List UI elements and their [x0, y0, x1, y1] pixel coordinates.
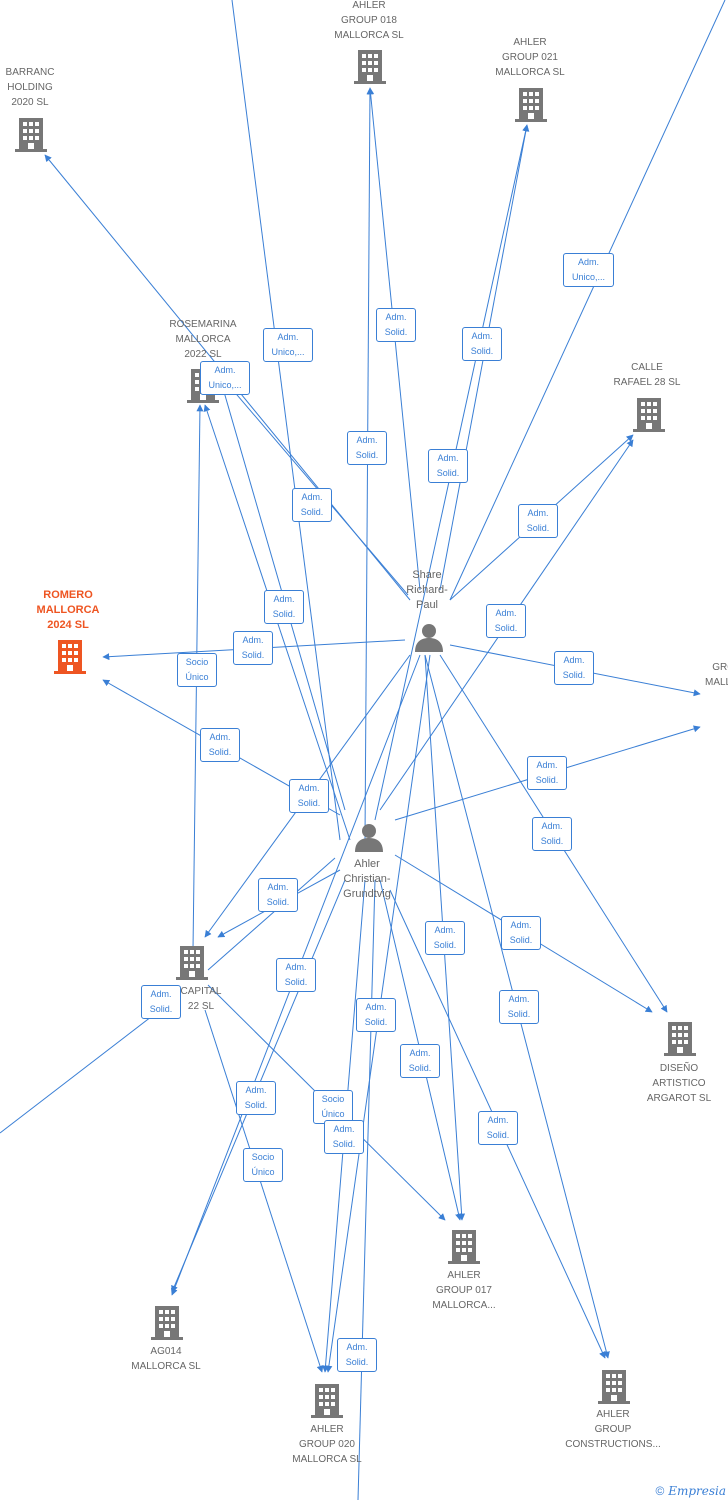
relation-badge[interactable]: Adm. Solid. — [478, 1111, 518, 1145]
relation-edge — [207, 857, 336, 971]
relation-badge[interactable]: Adm. Solid. — [499, 990, 539, 1024]
building-icon-focus[interactable] — [54, 638, 86, 679]
relation-badge[interactable]: Adm. Solid. — [376, 308, 416, 342]
relation-badge[interactable]: Adm. Solid. — [518, 504, 558, 538]
relation-badge[interactable]: Adm. Solid. — [527, 756, 567, 790]
node-label-group018[interactable]: AHLER GROUP 018 MALLORCA SL — [334, 0, 404, 41]
building-icon[interactable] — [633, 396, 665, 437]
person-icon[interactable] — [414, 622, 444, 657]
relation-badge[interactable]: Adm. Solid. — [236, 1081, 276, 1115]
node-label-romero[interactable]: ROMERO MALLORCA 2024 SL — [36, 589, 100, 631]
building-icon[interactable] — [311, 1382, 343, 1423]
node-label-capital[interactable]: CAPITAL 22 SL — [180, 986, 222, 1012]
relation-badge[interactable]: Adm. Unico,... — [200, 361, 250, 395]
relation-badge[interactable]: Socio Único — [177, 653, 217, 687]
node-label-calle[interactable]: CALLE RAFAEL 28 SL — [613, 362, 681, 388]
footer-brand[interactable]: © Empresia — [656, 1484, 726, 1498]
building-icon[interactable] — [448, 1228, 480, 1269]
relation-badge[interactable]: Adm. Solid. — [356, 998, 396, 1032]
relation-badge[interactable]: Adm. Solid. — [347, 431, 387, 465]
relation-badge[interactable]: Adm. Solid. — [428, 449, 468, 483]
relation-badge[interactable]: Adm. Unico,... — [563, 253, 614, 287]
relation-edge — [357, 879, 376, 1500]
building-icon[interactable] — [176, 944, 208, 985]
relation-badge[interactable]: Adm. Unico,... — [263, 328, 313, 362]
node-label-barranc[interactable]: BARRANC HOLDING 2020 SL — [5, 67, 55, 108]
relation-edge — [231, 0, 341, 841]
relation-edge — [219, 374, 409, 596]
node-label-rosemarina[interactable]: ROSEMARINA MALLORCA 2022 SL — [169, 319, 237, 360]
relation-edge — [0, 1009, 161, 1134]
relation-badge[interactable]: Adm. Solid. — [292, 488, 332, 522]
relation-edge — [204, 1009, 324, 1373]
building-icon[interactable] — [664, 1020, 696, 1061]
brand-name: Empresia — [668, 1484, 726, 1498]
relation-badge[interactable]: Adm. Solid. — [425, 921, 465, 955]
relation-badge[interactable]: Adm. Solid. — [532, 817, 572, 851]
relation-badge[interactable]: Adm. Solid. — [264, 590, 304, 624]
building-icon[interactable] — [515, 86, 547, 127]
node-label-ag014[interactable]: AG014 MALLORCA SL — [131, 1346, 201, 1372]
building-icon[interactable] — [354, 48, 386, 89]
copyright-icon: © — [655, 1484, 665, 1498]
relation-badge[interactable]: Adm. Solid. — [337, 1338, 377, 1372]
node-label-christian[interactable]: Ahler Christian- Grundtvig — [343, 858, 391, 900]
person-icon[interactable] — [354, 822, 384, 857]
node-label-right-partial[interactable]: A GRO MALLO — [705, 662, 728, 688]
relation-badge[interactable]: Adm. Solid. — [501, 916, 541, 950]
relation-edge — [449, 0, 726, 601]
node-label-group017[interactable]: AHLER GROUP 017 MALLORCA... — [432, 1270, 496, 1311]
relation-badge[interactable]: Adm. Solid. — [258, 878, 298, 912]
relation-badge[interactable]: Socio Único — [313, 1090, 353, 1124]
relation-badge[interactable]: Socio Único — [243, 1148, 283, 1182]
building-icon[interactable] — [598, 1368, 630, 1409]
node-label-share[interactable]: Share Richard- Paul — [406, 569, 448, 611]
node-label-constructions[interactable]: AHLER GROUP CONSTRUCTIONS... — [565, 1409, 661, 1450]
relation-badge[interactable]: Adm. Solid. — [276, 958, 316, 992]
relation-badge[interactable]: Adm. Solid. — [289, 779, 329, 813]
node-label-diseno[interactable]: DISEÑO ARTISTICO ARGAROT SL — [646, 1063, 712, 1104]
relation-badge[interactable]: Adm. Solid. — [462, 327, 502, 361]
node-label-group021[interactable]: AHLER GROUP 021 MALLORCA SL — [495, 37, 565, 78]
node-label-group020[interactable]: AHLER GROUP 020 MALLORCA SL — [292, 1424, 362, 1465]
relation-badge[interactable]: Adm. Solid. — [486, 604, 526, 638]
relation-badge[interactable]: Adm. Solid. — [554, 651, 594, 685]
building-icon[interactable] — [15, 116, 47, 157]
building-icon[interactable] — [151, 1304, 183, 1345]
relation-badge[interactable]: Adm. Solid. — [324, 1120, 364, 1154]
relation-badge[interactable]: Adm. Solid. — [141, 985, 181, 1019]
relation-badge[interactable]: Adm. Solid. — [233, 631, 273, 665]
relation-badge[interactable]: Adm. Solid. — [400, 1044, 440, 1078]
relation-badge[interactable]: Adm. Solid. — [200, 728, 240, 762]
